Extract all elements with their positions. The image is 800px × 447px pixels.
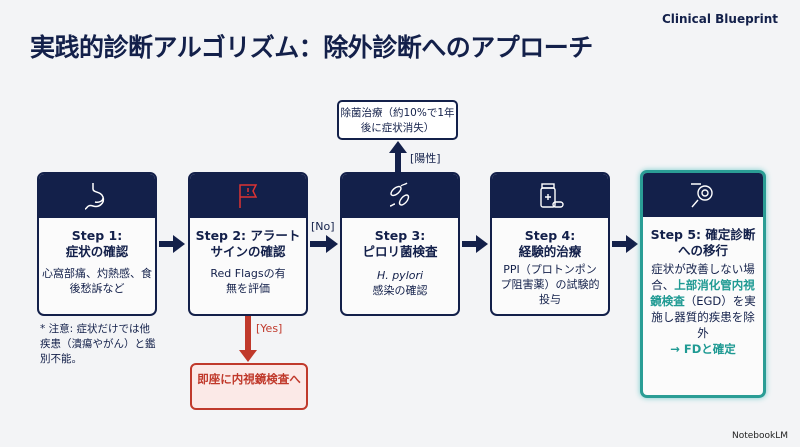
step-5-desc-a: 症状が改善しない場合、: [651, 262, 755, 292]
step-5-name: への移行: [677, 243, 728, 258]
yes-label: [Yes]: [256, 322, 283, 335]
arrow-2-3: [310, 235, 338, 253]
step-1-title: Step 1:: [71, 228, 123, 243]
step-1-box: Step 1: 症状の確認 心窩部痛、灼熱感、食後愁訴など: [37, 172, 157, 316]
step-5-box: Step 5: 確定診断 への移行 症状が改善しない場合、上部消化管内視鏡検査（…: [640, 170, 766, 398]
step-2-box: Step 2: アラート サインの確認 Red Flagsの有無を評価: [188, 172, 308, 316]
step-1-desc: 心窩部痛、灼熱感、食後愁訴など: [42, 267, 152, 295]
page-title: 実践的診断アルゴリズム：除外診断へのアプローチ: [30, 33, 593, 62]
brand-label: Clinical Blueprint: [661, 12, 778, 26]
step-2-desc: Red Flagsの有無を評価: [210, 267, 286, 295]
urgent-endoscopy-box: 即座に内視鏡検査へ: [190, 363, 308, 410]
step-3-name: ピロリ菌検査: [362, 244, 438, 259]
bacteria-icon: [389, 182, 410, 207]
positive-label: [陽性]: [410, 152, 441, 165]
step-2-name: サインの確認: [210, 244, 286, 259]
stomach-icon: [84, 183, 105, 210]
caution-note: * 注意: 症状だけでは他疾患（潰瘍やがん）と鑑別不能。: [40, 323, 156, 365]
step-3-title: Step 3:: [374, 228, 426, 243]
step-1-name: 症状の確認: [65, 244, 129, 259]
arrow-up-head: [389, 141, 407, 153]
no-label: [No]: [311, 220, 335, 233]
step-4-name: 経験的治療: [518, 244, 582, 259]
step-5-conclusion: → FDと確定: [670, 342, 736, 356]
step-3-box: Step 3: ピロリ菌検査 H. pylori 感染の確認: [340, 172, 460, 316]
step-5-title: Step 5: 確定診断: [650, 227, 756, 242]
arrow-down-head: [239, 350, 257, 362]
arrow-3-4: [462, 235, 488, 253]
step-3-desc-italic: H. pylori: [376, 269, 424, 282]
step-4-title: Step 4:: [524, 228, 576, 243]
step-3-desc: 感染の確認: [372, 284, 428, 297]
step-4-box: Step 4: 経験的治療 PPI（プロトンポンプ阻害薬）の試験的投与: [490, 172, 610, 316]
arrow-4-5: [612, 235, 638, 253]
arrow-1-2: [159, 235, 185, 253]
step-4-desc: PPI（プロトンポンプ阻害薬）の試験的投与: [500, 263, 600, 306]
flag-icon: [239, 184, 258, 208]
medicine-icon: [540, 183, 564, 208]
step-5-desc-highlight: 上部消化管内視鏡検査: [650, 278, 755, 308]
step-2-title: Step 2: アラート: [195, 228, 301, 243]
notebooklm-watermark: NotebookLM: [731, 431, 788, 441]
step-5-desc-b: （EGD）を実施し器質的疾患を除外: [651, 294, 756, 340]
eradication-box: 除菌治療（約10%で1年後に症状消失）: [337, 100, 458, 140]
arrow-down: [245, 316, 251, 352]
arrow-up: [395, 150, 401, 172]
endoscope-icon: [691, 183, 713, 208]
